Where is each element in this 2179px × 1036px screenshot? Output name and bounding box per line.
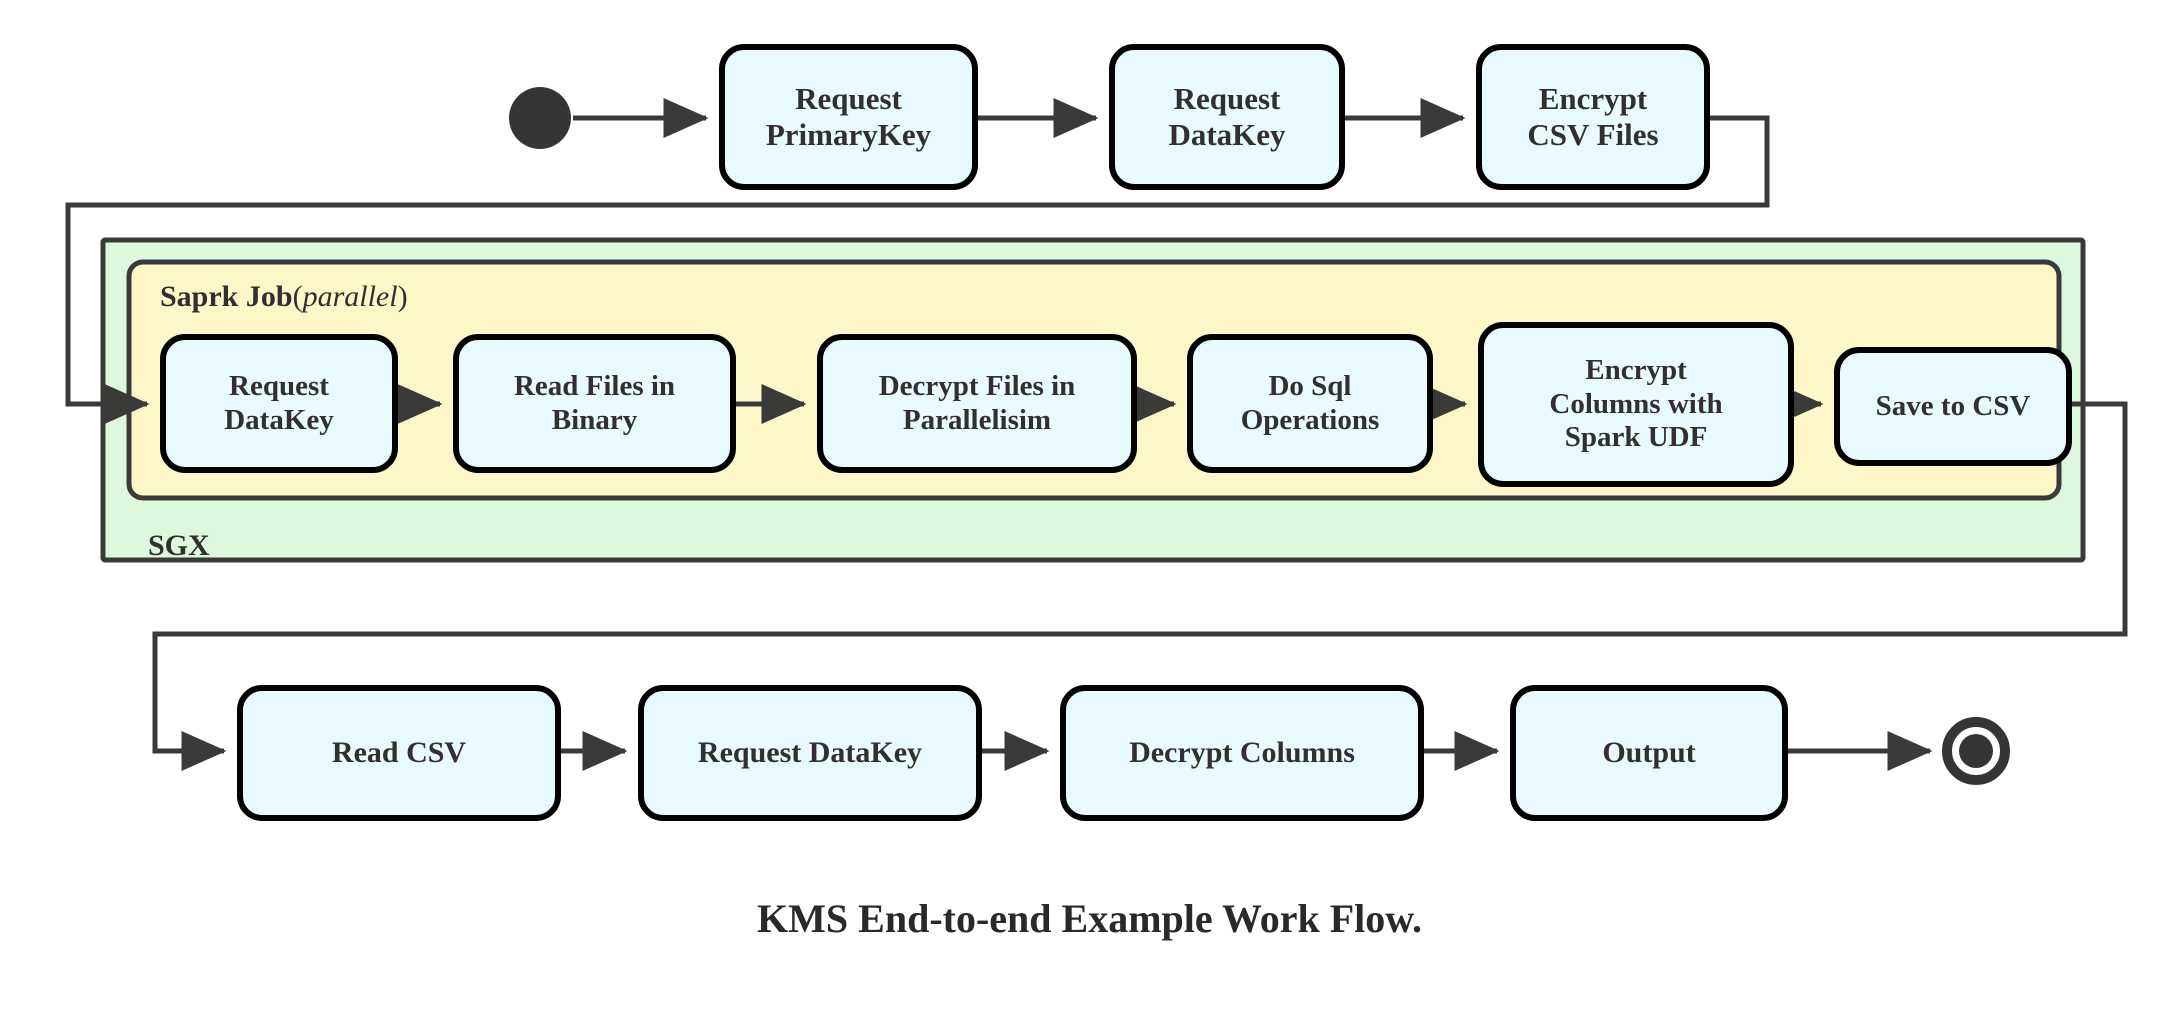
node-read-files-in-binary[interactable] (453, 334, 736, 473)
node-read-csv[interactable] (237, 685, 561, 821)
start-node (509, 87, 571, 149)
nodes-layer (160, 44, 2072, 821)
spark-job-container-label: Saprk Job(parallel) (160, 280, 408, 314)
sgx-container-label: SGX (148, 529, 210, 562)
node-encrypt-columns-spark-udf[interactable] (1478, 322, 1794, 487)
spark-job-parallel-text: parallel (302, 280, 398, 313)
spark-job-paren-close: ) (397, 280, 408, 313)
node-do-sql-operations[interactable] (1187, 334, 1433, 473)
edge-encrypt-csv-to-request-datakey-spark (65, 115, 1770, 424)
node-request-datakey-spark[interactable] (160, 334, 398, 473)
node-save-to-csv[interactable] (1834, 347, 2072, 466)
edges-layer (65, 98, 2128, 771)
node-request-primarykey[interactable] (719, 44, 978, 190)
node-decrypt-files-in-parallelisim[interactable] (817, 334, 1137, 473)
node-output[interactable] (1510, 685, 1788, 821)
edge-save-csv-to-read-csv (152, 401, 2128, 771)
node-decrypt-columns[interactable] (1060, 685, 1424, 821)
node-encrypt-csv-files[interactable] (1476, 44, 1710, 190)
node-request-datakey-top[interactable] (1109, 44, 1345, 190)
end-node (1942, 717, 2010, 785)
node-request-datakey-bottom[interactable] (638, 685, 982, 821)
spark-job-paren-open: ( (292, 280, 303, 313)
spark-job-title: Saprk Job (160, 280, 293, 313)
diagram-caption: KMS End-to-end Example Work Flow. (757, 896, 1422, 941)
